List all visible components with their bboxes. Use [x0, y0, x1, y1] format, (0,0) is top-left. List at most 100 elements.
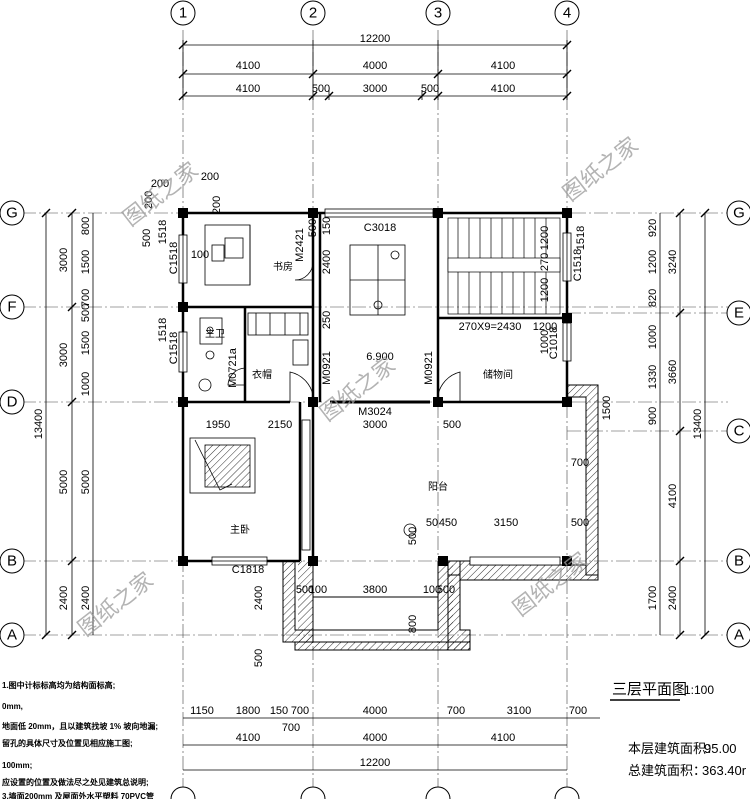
dim-left-total: 13400	[33, 409, 45, 440]
room-label-master-bed: 主卧	[230, 523, 250, 536]
doors	[227, 261, 461, 404]
dim-bot-8: 700	[569, 705, 587, 717]
note-line-7: 3.墙面200mm 及屋面外水平塑料 70PVC管	[2, 791, 154, 799]
room-label-bath: 主卫	[205, 328, 225, 340]
dim-top-2: 4000	[363, 60, 387, 72]
dim-left-3: 5000	[58, 470, 70, 494]
dim-int-34: 800	[407, 615, 419, 633]
dim-int-16: 1200	[533, 321, 557, 333]
dim-bot-2: 1800	[236, 705, 260, 717]
dim-bot-1: 1150	[190, 705, 214, 717]
dim-bot2-1: 4100	[236, 732, 260, 744]
axis-label-a-left: A	[7, 627, 17, 644]
dim-int-17: 1000	[539, 330, 551, 354]
dimension-lines	[45, 40, 706, 771]
axis-label-4: 4	[563, 5, 571, 22]
watermark-2: 图纸之家	[558, 132, 643, 206]
dim-int-3: 200	[201, 171, 219, 183]
dim-bot-total: 12200	[360, 757, 391, 769]
dim-int-12: 250	[321, 311, 333, 329]
dim-int-23: 500	[571, 517, 589, 529]
dim-int-24: 50	[426, 517, 438, 529]
dim-int-20: 3000	[363, 419, 387, 431]
dim-top-total: 12200	[360, 33, 391, 45]
door-tag-m2421: M2421	[294, 228, 306, 262]
room-label-balcony: 阳台	[428, 480, 448, 493]
dim-top-1: 4100	[236, 60, 260, 72]
windows	[178, 208, 572, 566]
axis-label-f-left: F	[7, 299, 16, 316]
dim-top-3: 4100	[491, 60, 515, 72]
note-line-2: 0mm,	[2, 702, 23, 711]
stair-dim: 270X9=2430	[459, 321, 522, 333]
staircase	[447, 217, 561, 315]
dim-right-in-5: 1330	[647, 365, 659, 389]
axis-label-2: 2	[309, 5, 317, 22]
dim-int-30: 100	[309, 584, 327, 596]
dim-int-5: 100	[191, 249, 209, 261]
dim-top2-3: 3000	[363, 83, 387, 95]
dim-int-33: 500	[437, 584, 455, 596]
dim-int-28: 2400	[253, 586, 265, 610]
axis-label-d-left: D	[7, 394, 18, 411]
dim-int-10: 2400	[321, 250, 333, 274]
dim-left-1: 3000	[58, 248, 70, 272]
note-line-4: 留孔的具体尺寸及位置见相应施工图;	[2, 738, 133, 748]
door-tag-m0921-left: M0921	[321, 351, 333, 385]
elevation-mark: 6.900	[366, 351, 394, 363]
dim-int-13: 1200	[539, 226, 551, 250]
dim-right-in-2: 1200	[647, 250, 659, 274]
dim-right-in-3: 820	[647, 289, 659, 307]
dim-top2-2: 500	[312, 83, 330, 95]
dim-right-2: 3660	[667, 360, 679, 384]
axis-label-3: 3	[434, 5, 442, 22]
axis-label-g-right: G	[733, 205, 745, 222]
dim-bot-4: 700	[291, 705, 309, 717]
dim-bot2-3: 4100	[491, 732, 515, 744]
axis-label-a-right: A	[734, 627, 744, 644]
axis-label-e-right: E	[734, 305, 744, 322]
window-tag-c1518-a: C1518	[168, 242, 180, 274]
dim-bot-9: 700	[282, 722, 300, 734]
area-this-floor-value: 95.00	[704, 741, 737, 756]
dim-int-1: 200	[151, 178, 169, 190]
dim-left-in-2: 1500	[80, 250, 92, 274]
axis-label-1: 1	[179, 5, 187, 22]
dim-right-in-4: 1000	[647, 325, 659, 349]
dim-left-2: 3000	[58, 343, 70, 367]
dim-int-21: 500	[443, 419, 461, 431]
dim-left-in-7: 5000	[80, 470, 92, 494]
dim-bot-3: 150	[270, 705, 288, 717]
dim-right-in-6: 900	[647, 407, 659, 425]
dim-int-4: 200	[211, 196, 223, 214]
dim-left-in-5: 1500	[80, 331, 92, 355]
drawing-title: 三层平面图	[612, 681, 687, 698]
dim-int-25: 450	[439, 517, 457, 529]
dim-bot-6: 700	[447, 705, 465, 717]
general-notes: 1.图中计标标高均为结构面标高; 0mm, 地面低 20mm，且以建筑找坡 1%…	[2, 680, 158, 799]
area-total-label: 总建筑面积：	[628, 763, 706, 778]
watermarks: 图纸之家 图纸之家 图纸之家 图纸之家 图纸之家	[73, 132, 643, 641]
room-label-closet: 衣帽	[252, 368, 272, 381]
dim-top2-1: 4100	[236, 83, 260, 95]
balcony-parapet	[282, 384, 599, 651]
axis-label-b-left: B	[7, 553, 17, 570]
axis-label-b-right: B	[734, 553, 744, 570]
dim-int-31: 3800	[363, 584, 387, 596]
dim-right-4: 2400	[667, 586, 679, 610]
dim-int-35: 500	[253, 649, 265, 667]
dim-int-6: 500	[141, 229, 153, 247]
dim-int-22: 700	[571, 457, 589, 469]
window-tag-c1018: C1018	[548, 327, 560, 359]
window-tag-c1518-c: C1518	[572, 249, 584, 281]
dim-int-9: 1518	[575, 226, 587, 250]
dim-right-total: 13400	[692, 409, 704, 440]
dim-left-in-8: 2400	[80, 586, 92, 610]
dim-int-7: 1518	[157, 220, 169, 244]
drawing-scale: 1:100	[684, 683, 714, 697]
room-label-storage: 储物间	[483, 368, 513, 381]
dim-int-2: 200	[143, 191, 155, 209]
axis-label-c-right: C	[734, 423, 745, 440]
door-tag-m0721a: M0721a	[227, 347, 239, 388]
